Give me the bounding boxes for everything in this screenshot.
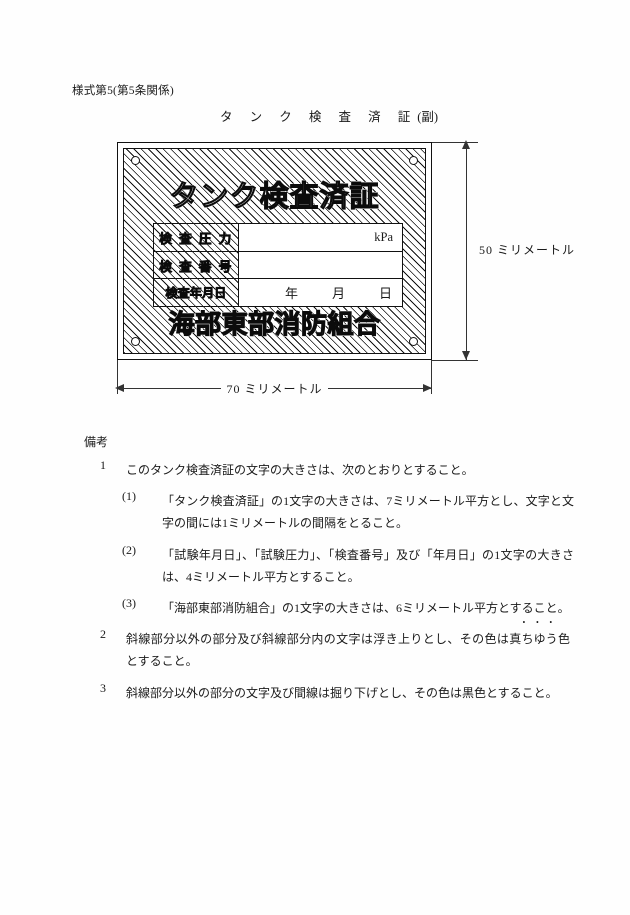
row-label-inspection-pressure: 検 査 圧 力 (154, 224, 239, 251)
note-number: 1 (100, 458, 106, 472)
arrow-up-icon (462, 140, 470, 149)
date-day-label: 日 (378, 286, 392, 302)
document-title-suffix: (副) (417, 110, 439, 124)
note-subitem-number: (1) (122, 489, 136, 504)
note-subitem-number: (2) (122, 542, 136, 557)
plate-title: タンク検査済証 (169, 178, 380, 213)
arrow-down-icon (462, 351, 470, 360)
note-subitem: (2) 「試験年月日」、「試験圧力」、「検査番号」及び「年月日」の1文字の大きさ… (122, 544, 574, 588)
row-value-inspection-number (239, 251, 402, 279)
note-subitem-text: 「海部東部消防組合」の1文字の大きさは、6ミリメートル平方とすること。 (162, 600, 570, 615)
table-row: 検査年月日 年 月 日 (154, 279, 402, 307)
height-dimension-label: 50 ミリメートル (479, 240, 576, 259)
table-row: 検 査 番 号 (154, 251, 402, 280)
row-value-inspection-date: 年 月 日 (239, 279, 402, 307)
dimension-extension-line-left (117, 360, 118, 394)
date-year-label: 年 (284, 286, 298, 302)
note-text: 斜線部分以外の部分の文字及び間線は掘り下げとし、その色は黒色とすること。 (126, 685, 558, 700)
height-dimension-line (466, 142, 467, 360)
row-value-inspection-pressure: kPa (239, 224, 402, 251)
note-subitem-text: 「タンク検査済証」の1文字の大きさは、7ミリメートル平方とし、文字と文字の間には… (162, 494, 574, 531)
note-subitem-number: (3) (122, 595, 136, 610)
plate-hatched-panel: タンク検査済証 検 査 圧 力 kPa 検 査 番 号 検査年月日 (123, 148, 426, 354)
dimension-extension-line-top (432, 142, 478, 143)
note-item: 2 斜線部分以外の部分及び斜線部分内の文字は浮き上りとし、その色は真ちゆう色とす… (100, 628, 570, 672)
dimension-extension-line-right (431, 360, 432, 394)
dimension-extension-line-bottom (432, 360, 478, 361)
row-label-inspection-number: 検 査 番 号 (154, 251, 239, 279)
note-item: 1 このタンク検査済証の文字の大きさは、次のとおりとすること。 (100, 459, 570, 481)
note-text-part: 色とすること。 (126, 632, 570, 669)
note-subitem-text: 「試験年月日」、「試験圧力」、「検査番号」及び「年月日」の1文字の大きさは、4ミ… (162, 547, 574, 584)
date-month-label: 月 (331, 286, 345, 302)
screw-hole-icon (409, 337, 418, 346)
emphasized-text: ちゆう (522, 628, 558, 650)
row-label-inspection-date: 検査年月日 (154, 279, 239, 307)
note-subitem: (3) 「海部東部消防組合」の1文字の大きさは、6ミリメートル平方とすること。 (122, 597, 574, 619)
inspection-plate: タンク検査済証 検 査 圧 力 kPa 検 査 番 号 検査年月日 (117, 142, 432, 360)
notes-heading: 備考 (84, 435, 109, 449)
document-title-main: タ ン ク 検 査 済 証 (219, 110, 418, 124)
pressure-unit-label: kPa (374, 229, 393, 244)
note-text: このタンク検査済証の文字の大きさは、次のとおりとすること。 (126, 463, 474, 477)
plate-data-table: 検 査 圧 力 kPa 検 査 番 号 検査年月日 年 月 (153, 223, 403, 307)
document-title: タ ン ク 検 査 済 証(副) (0, 106, 630, 125)
note-number: 3 (100, 680, 106, 695)
note-text: 斜線部分以外の部分及び斜線部分内の文字は浮き上りとし、その色は真ちゆう色とするこ… (126, 628, 570, 672)
plate-organization-name: 海部東部消防組合 (168, 309, 381, 340)
screw-hole-icon (409, 156, 418, 165)
screw-hole-icon (131, 337, 140, 346)
plate-diagram: タンク検査済証 検 査 圧 力 kPa 検 査 番 号 検査年月日 (0, 0, 630, 420)
note-text-part: 斜線部分以外の部分及び斜線部分内の文字は浮き上りとし、その色は真 (126, 632, 522, 647)
arrow-left-icon (115, 384, 124, 392)
table-row: 検 査 圧 力 kPa (154, 224, 402, 252)
arrow-right-icon (423, 384, 432, 392)
note-number: 2 (100, 627, 106, 642)
form-number: 様式第5(第5条関係) (72, 85, 174, 97)
note-item: 3 斜線部分以外の部分の文字及び間線は掘り下げとし、その色は黒色とすること。 (100, 680, 570, 704)
notes-section: 備考 1 このタンク検査済証の文字の大きさは、次のとおりとすること。 (1) 「… (0, 436, 630, 713)
screw-hole-icon (131, 156, 140, 165)
width-dimension-text: 70 ミリメートル (221, 382, 328, 396)
width-dimension-label: 70 ミリメートル (0, 380, 549, 397)
note-subitem: (1) 「タンク検査済証」の1文字の大きさは、7ミリメートル平方とし、文字と文字… (122, 490, 574, 534)
